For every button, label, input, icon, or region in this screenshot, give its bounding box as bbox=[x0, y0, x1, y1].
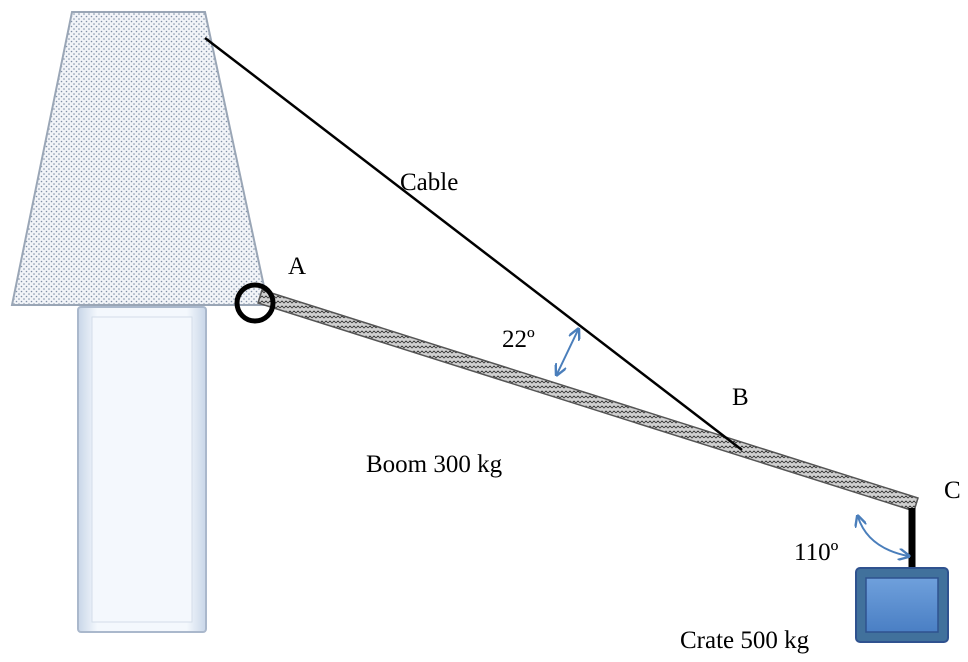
cable bbox=[204, 37, 743, 451]
angle-22-arrow bbox=[557, 330, 578, 374]
angle-110-arrow bbox=[858, 517, 908, 556]
crate-label: Crate 500 kg bbox=[680, 627, 810, 654]
point-c-label: C bbox=[944, 477, 961, 504]
cable-label: Cable bbox=[400, 169, 458, 196]
boom-label: Boom 300 kg bbox=[366, 451, 503, 478]
crate-inner bbox=[865, 577, 939, 633]
point-b-label: B bbox=[732, 384, 749, 411]
pin-joint-a bbox=[234, 282, 276, 324]
angle-110-label: 110º bbox=[794, 539, 839, 566]
boom bbox=[257, 289, 919, 512]
tower-column-face bbox=[91, 316, 193, 623]
point-a-label: A bbox=[288, 253, 306, 280]
angle-22-label: 22º bbox=[502, 326, 535, 353]
